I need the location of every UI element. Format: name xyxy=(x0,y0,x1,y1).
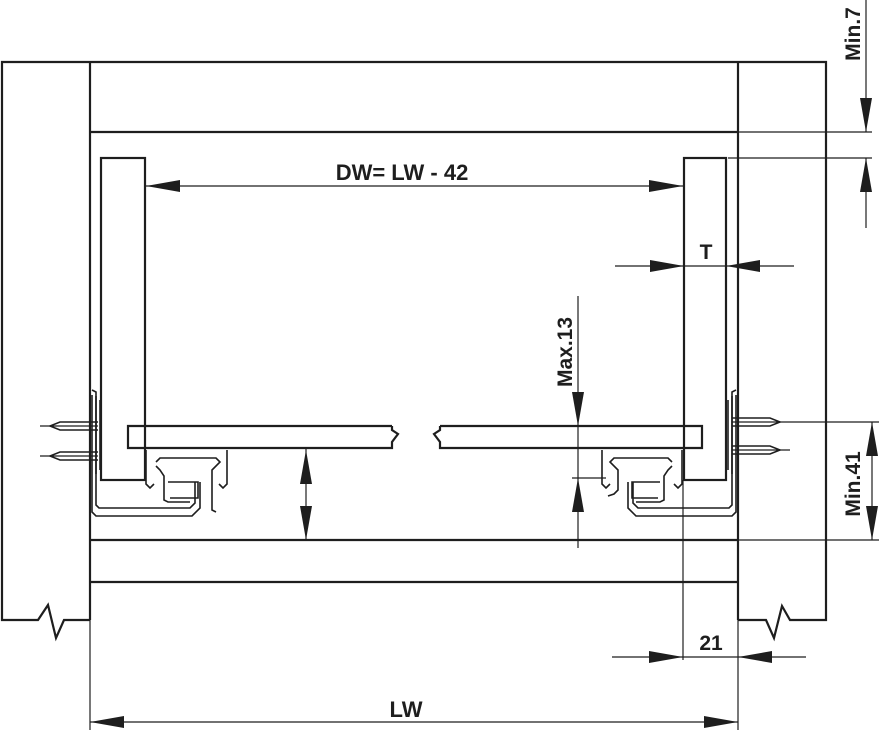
bottom-panel xyxy=(90,538,738,584)
dimension-max-13: Max.13 xyxy=(554,296,606,548)
dimension-bottom-clearance xyxy=(300,448,312,540)
dimension-thickness: T xyxy=(615,241,794,272)
thickness-label: T xyxy=(700,241,713,264)
max-13-label: Max.13 xyxy=(554,317,577,387)
min-41-label: Min.41 xyxy=(842,451,865,517)
dimension-inner-width: LW xyxy=(89,620,738,730)
screw-icon xyxy=(732,417,790,427)
top-panel xyxy=(90,60,738,134)
left-runner xyxy=(40,389,228,517)
drawer-width-label: DW= LW - 42 xyxy=(336,160,469,185)
screw-icon xyxy=(40,451,98,461)
dimension-min-41: Min.41 xyxy=(738,421,879,541)
screw-icon xyxy=(40,421,98,431)
drawer-bottom-left xyxy=(126,424,400,450)
left-drawer-side xyxy=(99,156,147,482)
screw-icon xyxy=(732,445,790,455)
right-runner xyxy=(601,389,790,517)
drawer-bottom-right xyxy=(432,424,704,450)
inner-width-label: LW xyxy=(390,697,423,722)
right-drawer-side xyxy=(682,156,728,482)
min-7-label: Min.7 xyxy=(842,7,865,61)
offset-21-label: 21 xyxy=(699,632,723,655)
dimension-min-7: Min.7 xyxy=(728,0,872,228)
right-cabinet-side xyxy=(738,60,828,642)
left-cabinet-side xyxy=(0,60,90,642)
dimension-offset-21: 21 xyxy=(612,480,806,730)
dimension-drawer-width: DW= LW - 42 xyxy=(146,160,683,192)
